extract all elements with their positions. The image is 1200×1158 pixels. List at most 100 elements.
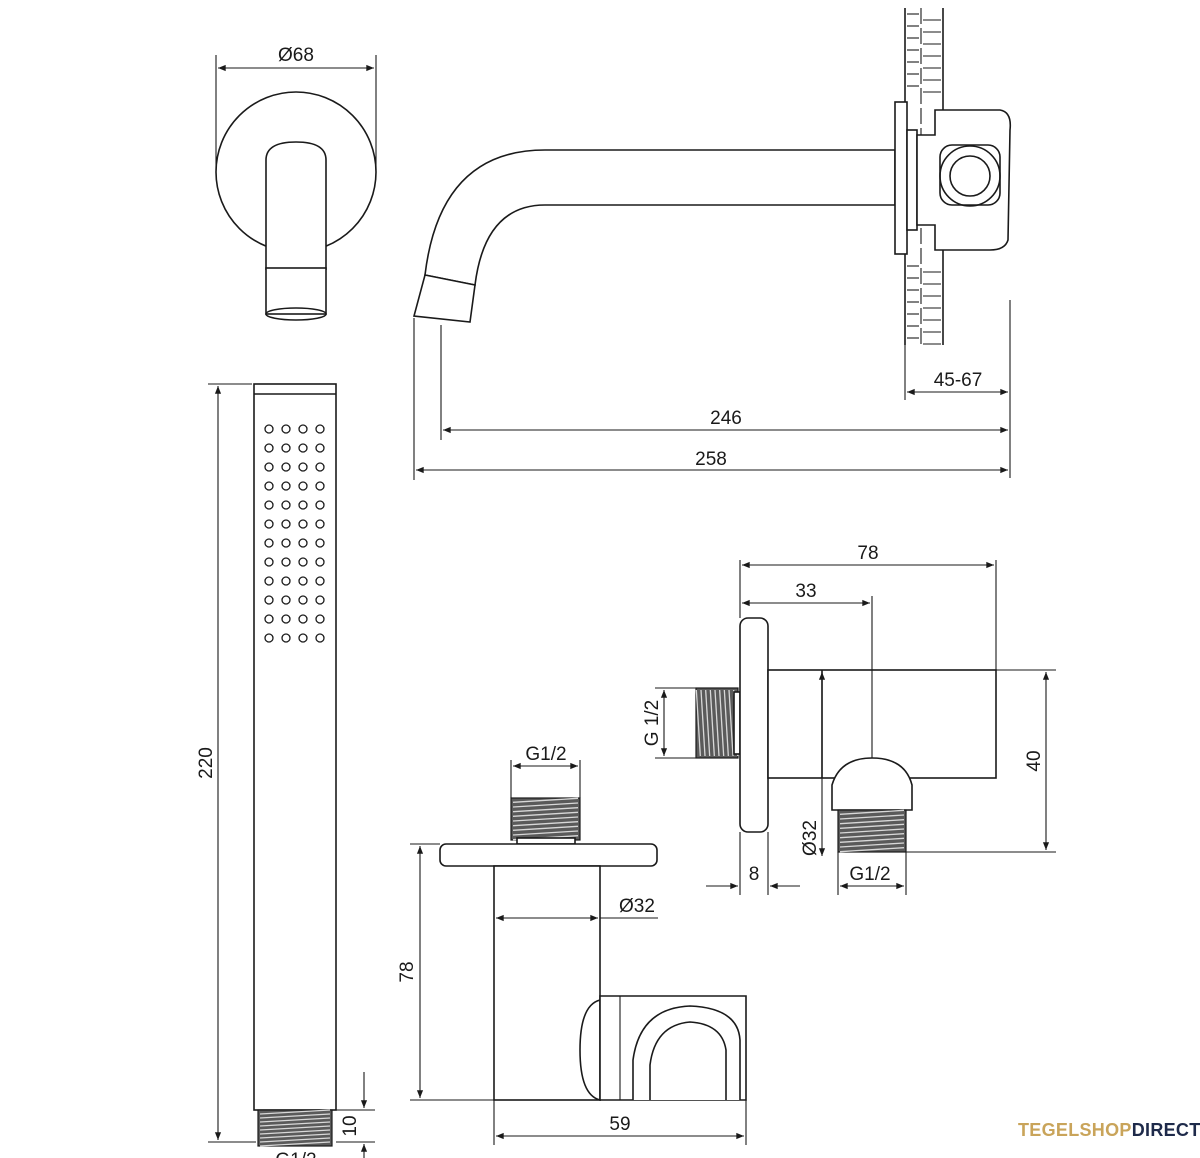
- nozzle-dot: [315, 576, 325, 586]
- nozzle-dot: [281, 538, 291, 548]
- spout-side-view: 45-67 246 258: [412, 8, 1012, 480]
- thread-line: [512, 802, 579, 808]
- brand-logo-part1: TEGELSHOP: [1018, 1120, 1132, 1140]
- hand-shower-view: 220 10 G1/2: [196, 383, 375, 1158]
- thread-line: [839, 809, 905, 815]
- nozzle-dot: [264, 481, 274, 491]
- thread-line: [709, 689, 715, 757]
- thread-line: [839, 847, 905, 853]
- hand-shower-length-label: 220: [196, 747, 217, 779]
- thread-line: [695, 689, 701, 757]
- nozzle-dot: [264, 595, 274, 605]
- nozzle-dot: [281, 595, 291, 605]
- thread-line: [700, 689, 706, 757]
- thread-line: [705, 689, 711, 757]
- nozzle-dot: [298, 481, 308, 491]
- nozzle-dot: [298, 614, 308, 624]
- nozzle-dot: [264, 538, 274, 548]
- thread-line: [512, 797, 579, 803]
- outlet-rosette-thickness-label: 8: [749, 864, 760, 885]
- thread-line: [723, 689, 729, 757]
- nozzle-dot: [281, 424, 291, 434]
- nozzle-dot: [264, 500, 274, 510]
- shower-holder-view: G1/2 Ø32 78 59: [397, 744, 747, 1145]
- thread-line: [259, 1129, 331, 1135]
- nozzle-dot: [315, 557, 325, 567]
- thread-line: [259, 1137, 331, 1143]
- nozzle-dot: [315, 538, 325, 548]
- nozzle-dot: [315, 633, 325, 643]
- thread-line: [719, 689, 725, 757]
- outlet-total-depth-label: 78: [857, 543, 878, 564]
- thread-line: [839, 833, 905, 839]
- holder-thread-label: G1/2: [525, 744, 566, 765]
- thread-line: [839, 814, 905, 820]
- thread-line: [839, 819, 905, 825]
- outlet-inlet-thread-label: G 1/2: [642, 700, 663, 746]
- thread-line: [512, 825, 579, 831]
- thread-line: [259, 1113, 331, 1119]
- spout-front-view: Ø68: [215, 45, 377, 321]
- nozzle-dot: [264, 424, 274, 434]
- nozzle-dot: [298, 519, 308, 529]
- wall-outlet-view: 78 33 G 1/2 40 Ø32 8 G1/2: [642, 543, 1056, 895]
- nozzle-dot: [264, 443, 274, 453]
- nozzle-dot: [315, 614, 325, 624]
- nozzle-dot: [281, 462, 291, 472]
- hand-shower-connector-label: 10: [340, 1115, 361, 1136]
- hand-shower-thread-label: G1/2: [275, 1150, 316, 1158]
- nozzle-dot: [298, 633, 308, 643]
- nozzle-dot: [315, 500, 325, 510]
- spout-rosette-diameter-label: Ø68: [278, 45, 314, 66]
- nozzle-dot: [315, 462, 325, 472]
- nozzle-dot: [281, 481, 291, 491]
- nozzle-dot: [264, 519, 274, 529]
- thread-line: [839, 828, 905, 834]
- thread-line: [512, 811, 579, 817]
- brand-logo: TEGELSHOPDIRECT: [1018, 1120, 1200, 1141]
- nozzle-dot: [298, 424, 308, 434]
- nozzle-dot: [264, 633, 274, 643]
- thread-line: [839, 823, 905, 829]
- thread-line: [512, 807, 579, 813]
- nozzle-dot: [315, 424, 325, 434]
- nozzle-dot: [281, 557, 291, 567]
- outlet-axis-depth-label: 33: [795, 581, 816, 602]
- holder-width-label: 59: [609, 1114, 630, 1135]
- holder-diameter-label: Ø32: [619, 896, 655, 917]
- nozzle-dot: [264, 557, 274, 567]
- thread-line: [259, 1121, 331, 1127]
- thread-line: [728, 689, 734, 757]
- nozzle-dot: [264, 462, 274, 472]
- thread-line: [259, 1125, 331, 1131]
- thread-line: [839, 842, 905, 848]
- nozzle-dot: [298, 443, 308, 453]
- brand-logo-part2: DIRECT: [1131, 1120, 1200, 1140]
- nozzle-dot: [298, 462, 308, 472]
- holder-height-label: 78: [397, 961, 418, 982]
- nozzle-dot: [298, 538, 308, 548]
- nozzle-dot: [264, 614, 274, 624]
- thread-line: [512, 830, 579, 836]
- nozzle-dot: [281, 614, 291, 624]
- nozzle-dot: [315, 481, 325, 491]
- nozzle-dot: [281, 633, 291, 643]
- thread-line: [839, 837, 905, 843]
- outlet-height-label: 40: [1024, 750, 1045, 771]
- nozzle-dot: [281, 500, 291, 510]
- nozzle-dot: [315, 519, 325, 529]
- thread-line: [714, 689, 720, 757]
- nozzle-dot: [281, 443, 291, 453]
- nozzle-dot: [264, 576, 274, 586]
- nozzle-dot: [298, 576, 308, 586]
- thread-line: [259, 1109, 331, 1115]
- spout-projection-inner-label: 246: [710, 408, 742, 429]
- thread-line: [259, 1133, 331, 1139]
- thread-line: [512, 816, 579, 822]
- spout-projection-total-label: 258: [695, 449, 727, 470]
- wall-box-depth-label: 45-67: [934, 370, 983, 391]
- nozzle-dot: [298, 595, 308, 605]
- thread-line: [512, 821, 579, 827]
- nozzle-grid: [264, 424, 325, 643]
- nozzle-dot: [281, 519, 291, 529]
